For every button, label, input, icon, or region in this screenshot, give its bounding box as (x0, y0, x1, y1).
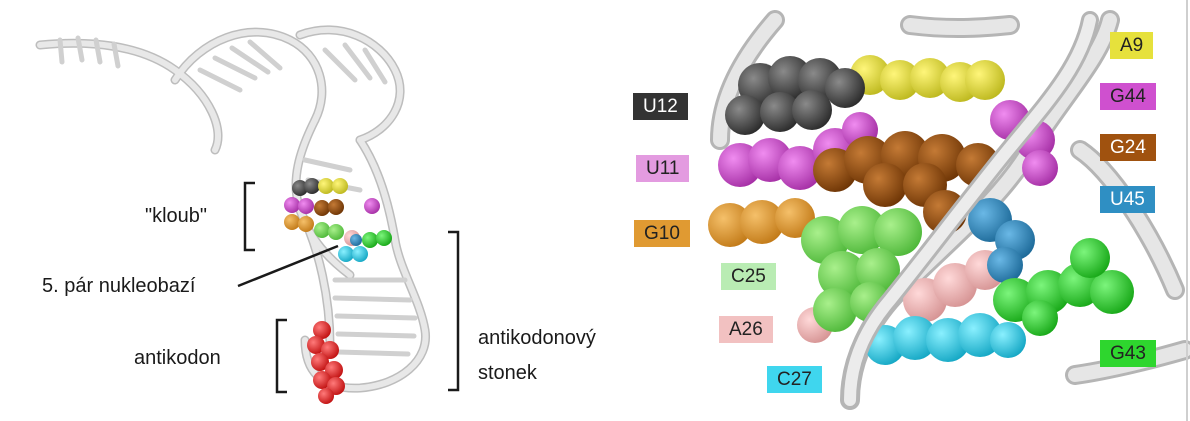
tag-A9: A9 (1110, 32, 1154, 59)
tag-G10: G10 (634, 220, 690, 247)
tag-U11: U11 (636, 155, 690, 182)
anticodon-bracket (275, 318, 287, 394)
anticodon-spheres (307, 321, 345, 404)
tag-U12: U12 (633, 93, 688, 120)
kloub-spheres (284, 178, 392, 262)
fifth-pair-label: 5. pár nukleobazí (42, 275, 196, 297)
stem-bracket (448, 230, 460, 392)
tag-U45: U45 (1100, 186, 1155, 213)
tag-G44: G44 (1100, 83, 1156, 110)
tag-G24: G24 (1100, 134, 1156, 161)
tag-C27: C27 (767, 366, 822, 393)
annotation-brackets (237, 181, 460, 394)
tag-A26: A26 (719, 316, 773, 343)
stem-label-line2: stonek (478, 362, 537, 384)
anticodon-label: antikodon (134, 347, 221, 369)
zoom-front-strand (841, 11, 1099, 409)
tag-G43: G43 (1100, 340, 1156, 367)
kloub-bracket (243, 181, 255, 252)
zoom-spheres (708, 55, 1134, 365)
tag-C25: C25 (721, 263, 776, 290)
pair-pointer (237, 244, 339, 288)
kloub-label: "kloub" (145, 205, 208, 227)
stem-label-line1: antikodonový (478, 327, 596, 349)
